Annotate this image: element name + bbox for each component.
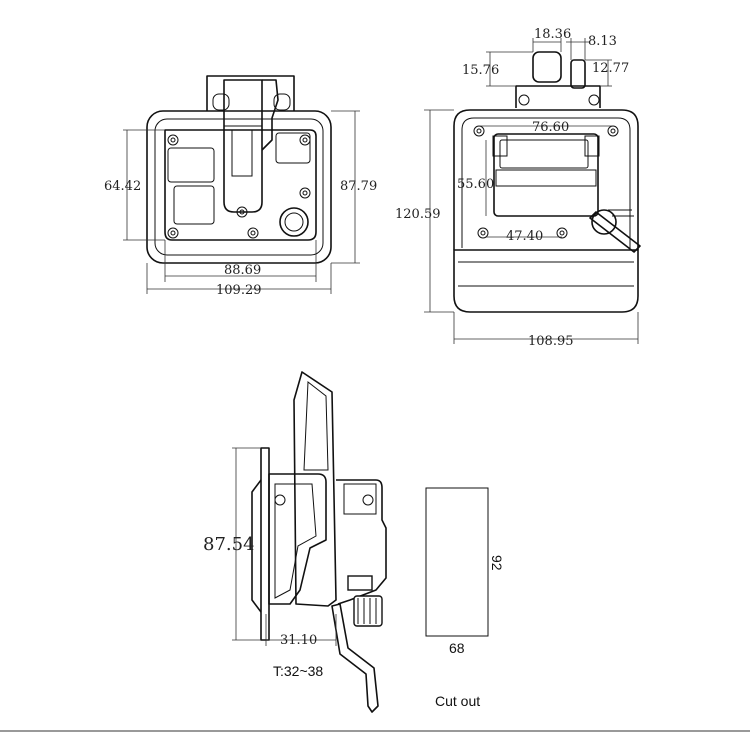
panel-thickness-label: T:32~38	[273, 663, 323, 679]
rear-top-a-label: 18.36	[534, 27, 571, 42]
front-width-inner-label: 88.69	[224, 263, 261, 278]
rear-height-body-label: 55.60	[457, 177, 494, 192]
rear-width-lower-label: 47.40	[506, 229, 543, 244]
front-outer-flange	[146, 110, 332, 264]
front-height-inner-label: 64.42	[104, 179, 141, 194]
rear-width-upper-label: 76.60	[532, 120, 569, 135]
cutout-rectangle	[425, 487, 489, 637]
cutout-view: 92 68 Cut out	[425, 487, 505, 709]
rear-height-total-label: 120.59	[395, 207, 441, 222]
cutout-title: Cut out	[435, 693, 480, 709]
side-depth-label: 31.10	[280, 633, 317, 648]
cutout-height-label: 92	[489, 555, 505, 571]
front-view: 64.42 87.79 88.69 109.29	[104, 75, 377, 298]
side-view: 87.54 31.10 T:32~38	[203, 371, 387, 713]
rear-top-c-label: 15.76	[462, 63, 499, 78]
rear-top-d-label: 12.77	[592, 61, 629, 76]
rear-width-total-label: 108.95	[528, 334, 574, 349]
front-height-outer-label: 87.79	[340, 179, 377, 194]
front-width-outer-label: 109.29	[216, 283, 262, 298]
cutout-width-label: 68	[449, 640, 465, 656]
rear-top-b-label: 8.13	[588, 34, 617, 49]
rear-view: 18.36 8.13 15.76 12.77 76.60 55.60 47.40…	[395, 27, 641, 349]
side-height-label: 87.54	[203, 534, 255, 555]
